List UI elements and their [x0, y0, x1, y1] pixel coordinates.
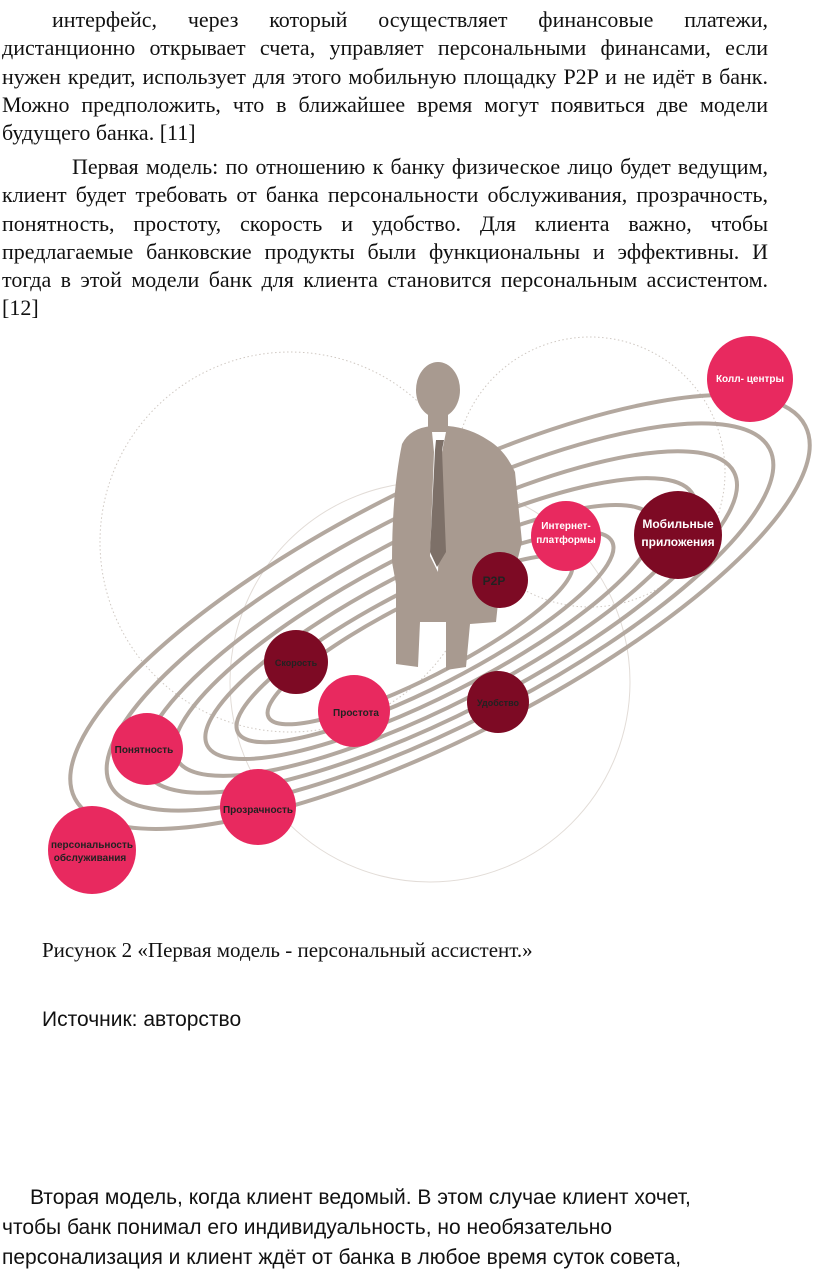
node-label-line2: платформы [536, 534, 596, 546]
node-call-centers: Колл- центры [707, 336, 793, 422]
node-speed: Скорость [264, 630, 328, 694]
node-label: Прозрачность [223, 805, 293, 816]
node-mobile-apps: Мобильные приложения [634, 491, 722, 579]
node-label-line1: Интернет- [541, 521, 591, 532]
paragraph-3-line-3: персонализация и клиент ждёт от банка в … [2, 1246, 682, 1269]
node-label-line2: обслуживания [54, 852, 127, 864]
node-label: Колл- центры [716, 374, 784, 385]
tie [430, 440, 446, 567]
paragraph-3-line-2: чтобы банк понимал его индивидуальность,… [2, 1216, 613, 1239]
figure-source: Источник: авторство [42, 1008, 242, 1031]
paragraph-2: Первая модель: по отношению к банку физи… [2, 154, 768, 321]
personal-assistant-diagram: Колл- центры Мобильные приложения Интерн… [48, 336, 812, 894]
node-label-line1: Мобильные [642, 517, 714, 531]
paragraph-3-line-1: Вторая модель, когда клиент ведомый. В э… [30, 1186, 691, 1209]
node-personal-service: персональность обслуживания [48, 806, 136, 894]
node-label: Простота [333, 708, 379, 719]
businessman-silhouette [392, 362, 522, 670]
node-label: Скорость [275, 658, 318, 668]
paragraph-3: Вторая модель, когда клиент ведомый. В э… [2, 1183, 768, 1273]
node-label-line2: приложения [641, 535, 714, 549]
node-clarity: Понятность [111, 713, 183, 785]
paragraph-1: интерфейс, через который осуществляет фи… [2, 7, 768, 146]
bg-circle-right [454, 336, 726, 608]
node-p2p: P2P [472, 552, 528, 608]
node-convenience: Удобство [467, 671, 529, 733]
node-label: P2P [483, 574, 506, 588]
node-label-line1: персональность [51, 840, 133, 851]
node-label: Понятность [115, 745, 174, 756]
node-label: Удобство [477, 698, 520, 708]
node-internet-platforms: Интернет- платформы [531, 501, 601, 571]
node-transparency: Прозрачность [220, 769, 296, 845]
figure-caption: Рисунок 2 «Первая модель - персональный … [42, 938, 533, 962]
node-simplicity: Простота [318, 675, 390, 747]
nodes: Колл- центры Мобильные приложения Интерн… [48, 336, 793, 894]
